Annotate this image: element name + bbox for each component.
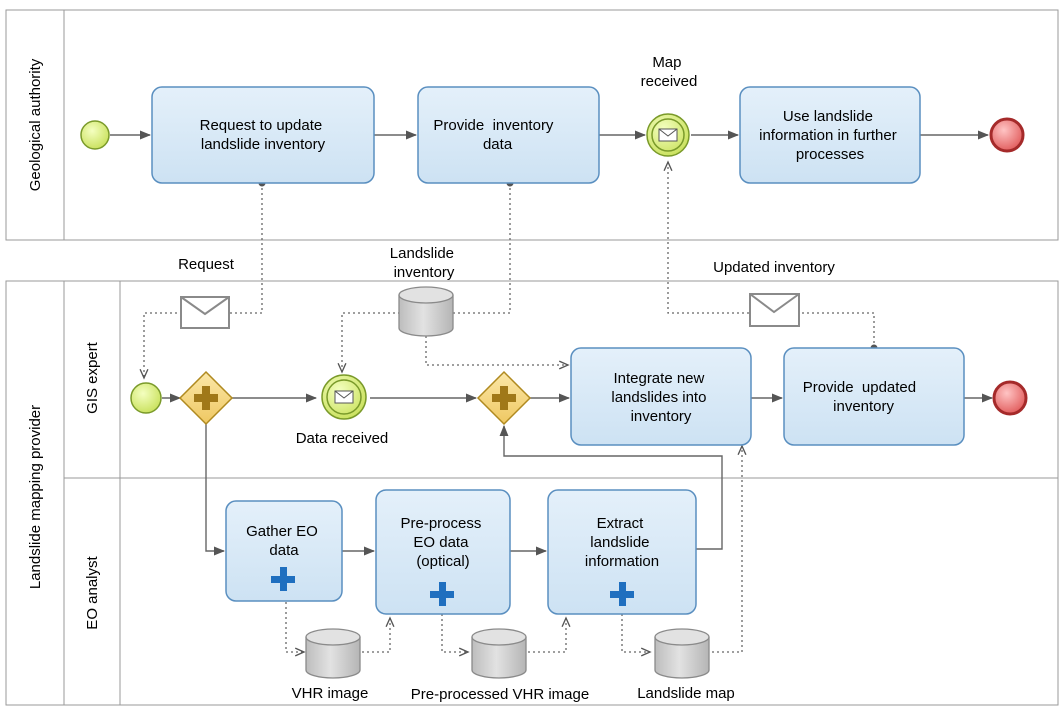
message-envelope-updated-inventory[interactable] (749, 293, 800, 327)
msgflow-inventory-data (337, 183, 511, 374)
svg-text:Request to update landsl: Request to update landslide inventory (200, 117, 327, 153)
assoc-gather-to-vhr (285, 602, 306, 657)
envelope-icon (658, 128, 678, 142)
task-request-update[interactable]: Request to update landslide inventory (151, 86, 375, 184)
assoc-map-to-integrate (712, 444, 747, 653)
task-label-line: landslide inventory (201, 136, 326, 153)
task-label-line: Use landslide (783, 108, 873, 125)
msgflow-request (139, 183, 263, 380)
svg-text:Provide updated invento: Provide updated inventory (803, 0, 946, 415)
data-store-preprocessed-vhr-image[interactable] (471, 628, 527, 679)
label-landslide-map: Landslide map (637, 685, 735, 702)
lane-label-gis-expert: GIS expert (84, 341, 101, 414)
svg-text:Extract landslide: Extract landslide information (585, 515, 659, 570)
start-event-geological[interactable] (80, 120, 110, 150)
task-label-line: data (483, 136, 513, 153)
subprocess-pre-process-eo-data[interactable]: Pre-process EO data (optical) (375, 489, 511, 615)
task-label-line: EO data (413, 534, 469, 551)
assoc-inventory-to-integrate (425, 336, 570, 370)
parallel-gateway-join[interactable] (476, 370, 532, 426)
svg-text:Use landslide informatio: Use landslide information in further pro… (759, 108, 901, 163)
svg-text:Provide inventory data: Provide inventory data (433, 0, 582, 153)
intermediate-event-map-received[interactable] (646, 113, 690, 157)
task-label-line: Pre-process (400, 515, 481, 532)
subprocess-plus-icon (430, 582, 454, 606)
task-label-line: information (585, 553, 659, 570)
task-label-line: inventory (833, 398, 894, 415)
envelope-icon (334, 390, 354, 404)
assoc-preprocess-to-prevhr (441, 614, 470, 657)
sequence-flows (110, 130, 994, 556)
pool-label-provider: Landslide mapping provider (27, 405, 44, 589)
subprocess-plus-icon (271, 567, 295, 591)
flow-extract-to-join (499, 424, 723, 550)
task-label-line: Provide updated (803, 379, 916, 396)
subprocess-plus-icon (610, 582, 634, 606)
label-preprocessed-vhr-image: Pre-processed VHR image (411, 686, 589, 703)
intermediate-event-data-received[interactable] (321, 374, 367, 420)
plus-icon (194, 386, 218, 410)
svg-text:Gather EO data: Gather EO data (246, 523, 322, 559)
task-label-line: processes (796, 146, 864, 163)
label-landslide-inventory: Landslide inventory (390, 245, 458, 281)
msgflow-updated-inventory (663, 160, 875, 348)
task-provide-updated-inventory[interactable]: Provide updated inventory (783, 0, 965, 446)
svg-text:Integrate new landslides: Integrate new landslides into inventory (611, 370, 710, 425)
start-event-gis[interactable] (130, 382, 162, 414)
assoc-extract-to-map (621, 614, 652, 657)
data-store-landslide-inventory[interactable] (398, 286, 454, 337)
pool-geological-authority: Geological authority (5, 9, 1059, 241)
end-event-gis[interactable] (992, 380, 1028, 416)
message-flows (139, 160, 875, 657)
label-map-received: Map received (641, 54, 698, 90)
task-label-line: Provide inventory (433, 117, 554, 134)
pool-label-geological: Geological authority (27, 58, 44, 191)
task-label-line: Request to update (200, 117, 323, 134)
svg-text:Pre-process EO data: Pre-process EO data (optical) (400, 515, 485, 570)
label-data-received: Data received (296, 430, 389, 447)
data-store-landslide-map[interactable] (654, 628, 710, 679)
data-store-vhr-image[interactable] (305, 628, 361, 679)
task-label-line: information in further (759, 127, 897, 144)
assoc-vhr-to-preprocess (362, 616, 395, 653)
plus-icon (492, 386, 516, 410)
task-provide-inventory[interactable]: Provide inventory data (417, 0, 600, 184)
task-label-line: landslides into (611, 389, 706, 406)
task-label-line: landslide (590, 534, 649, 551)
pool-landslide-mapping-provider: Landslide mapping provider GIS expert EO… (5, 280, 1059, 706)
lane-label-eo-analyst: EO analyst (84, 555, 101, 629)
task-label-line: Gather EO (246, 523, 318, 540)
task-integrate-landslides[interactable]: Integrate new landslides into inventory (570, 347, 752, 446)
task-label-line: data (269, 542, 299, 559)
subprocess-gather-eo-data[interactable]: Gather EO data (225, 500, 343, 602)
label-updated-inventory: Updated inventory (713, 259, 835, 276)
task-label-line: (optical) (416, 553, 469, 570)
label-vhr-image: VHR image (292, 685, 369, 702)
assoc-prevhr-to-extract (528, 616, 571, 653)
flow-gateway-to-gather (205, 424, 226, 556)
message-envelope-request[interactable] (180, 296, 230, 329)
task-label-line: Extract (597, 515, 645, 532)
task-use-landslide-information[interactable]: Use landslide information in further pro… (739, 86, 921, 184)
subprocess-extract-landslide-information[interactable]: Extract landslide information (547, 489, 697, 615)
parallel-gateway-split[interactable] (178, 370, 234, 426)
label-request: Request (178, 256, 235, 273)
end-event-geological[interactable] (989, 117, 1025, 153)
task-label-line: inventory (631, 408, 692, 425)
task-label-line: Integrate new (613, 370, 704, 387)
